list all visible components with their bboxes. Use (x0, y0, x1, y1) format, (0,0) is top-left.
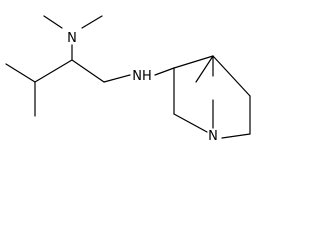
bond-c4-c9 (195, 55, 214, 83)
bond-nh-c3 (154, 67, 175, 76)
atom-label-dimethylamino-n: N (67, 31, 77, 46)
atom-label-bridgehead-n: N (208, 129, 218, 144)
bond-c6-n1 (221, 133, 251, 139)
bond-ch3-left-n (43, 15, 63, 29)
bond-c4-c5 (212, 55, 251, 97)
molecule-structure-diagram: N NH N (5, 15, 251, 144)
bond-c2q-n1 (173, 113, 208, 133)
atom-label-secondary-amine: NH (132, 69, 152, 84)
bond-ch-methyl-up (5, 63, 36, 83)
bond-ch3-right-n (81, 15, 103, 29)
bond-c2-ch (34, 59, 73, 83)
bond-c3-c4 (173, 55, 214, 69)
bond-c2-ch2 (71, 59, 105, 83)
bond-ch2-nh (103, 74, 131, 83)
